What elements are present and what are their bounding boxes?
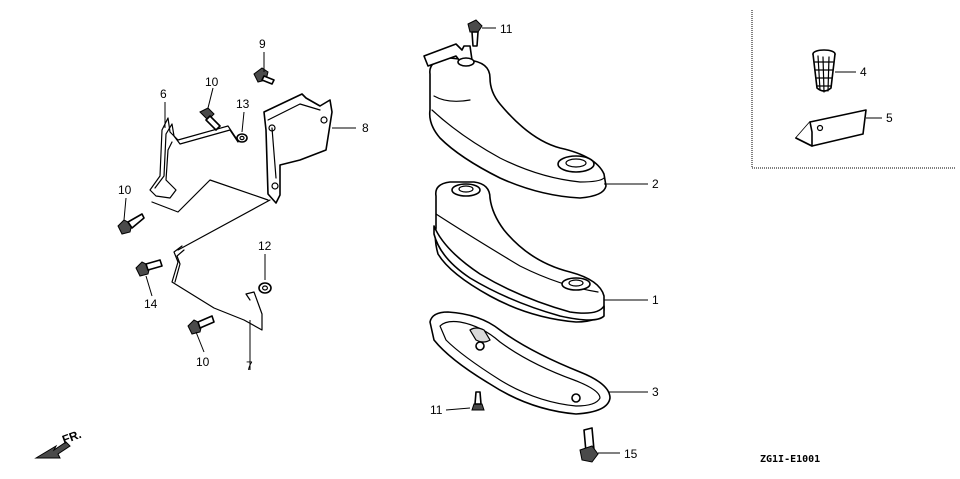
front-arrow-icon	[34, 441, 71, 459]
callout-9: 9	[259, 37, 266, 51]
callout-10-lower: 10	[196, 355, 210, 369]
callout-5: 5	[886, 111, 893, 125]
callout-13: 13	[236, 97, 250, 111]
callout-6: 6	[160, 87, 167, 101]
leader-lines	[123, 27, 882, 454]
front-marker-label: FR.	[60, 427, 83, 447]
bolt-14-part	[135, 259, 163, 277]
inset-box	[751, 10, 955, 169]
lower-wire-rod-part	[171, 199, 271, 331]
bolt-11-top-part	[467, 19, 483, 47]
bolt-10-lower-part	[187, 315, 215, 335]
callout-11-top: 11	[500, 22, 513, 36]
filter-screen-part	[812, 49, 836, 93]
small-bracket-part	[795, 109, 867, 147]
bolt-11-lower-part	[471, 391, 485, 411]
upper-tank-part	[423, 43, 607, 199]
callout-7: 7	[246, 359, 253, 373]
callout-3: 3	[652, 385, 659, 399]
bolt-10-left-part	[117, 213, 145, 235]
drawing-code: ZG1I-E1001	[760, 454, 820, 465]
callout-8: 8	[362, 121, 369, 135]
nut-13-part	[236, 133, 248, 143]
bracket-plate-part	[263, 93, 333, 204]
callout-12: 12	[258, 239, 272, 253]
upper-wire-rod-part	[149, 117, 269, 213]
bolt-15-part	[579, 427, 599, 463]
lower-tank-part	[433, 181, 605, 323]
callout-labels: 1 2 3 4 5 6 7 8 9 10 10 10 11 11 12 13 1…	[118, 22, 893, 461]
gasket-part	[429, 311, 611, 415]
bolt-10-upper-part	[199, 107, 221, 131]
callout-15: 15	[624, 447, 638, 461]
nut-12-part	[258, 282, 272, 294]
callout-1: 1	[652, 293, 659, 307]
callout-10-upper: 10	[205, 75, 219, 89]
callout-2: 2	[652, 177, 659, 191]
callout-14: 14	[144, 297, 158, 311]
callout-11-lower: 11	[430, 403, 443, 417]
callout-4: 4	[860, 65, 867, 79]
callout-10-left: 10	[118, 183, 132, 197]
